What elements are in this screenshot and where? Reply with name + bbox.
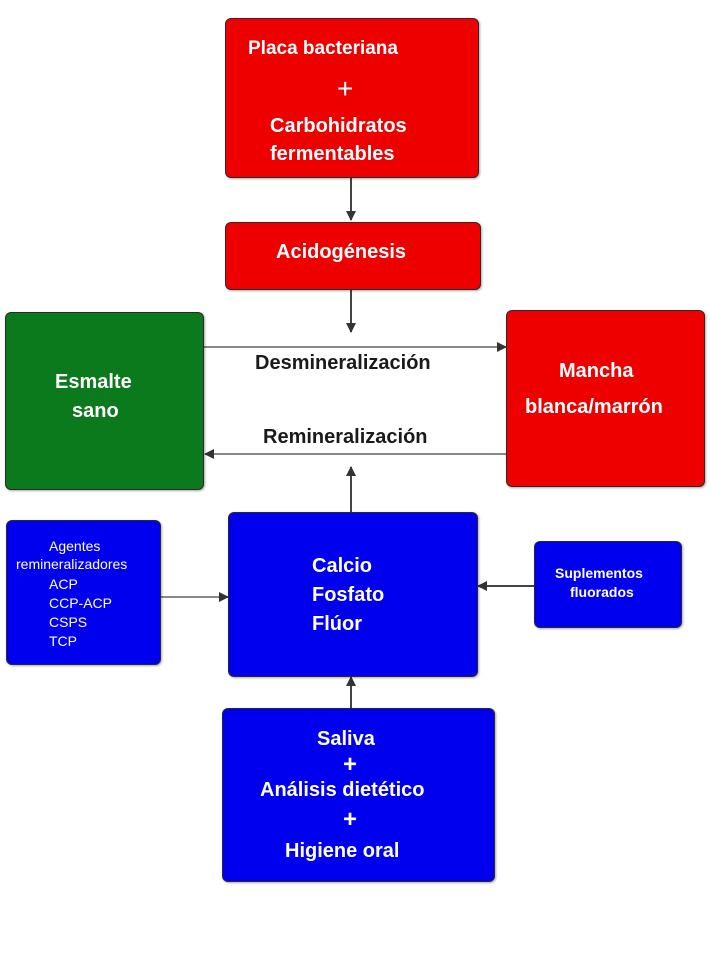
node-agentes-remineralizadores: Agentes remineralizadores ACP CCP-ACP CS… — [6, 520, 161, 665]
placa-line1: Placa bacteriana — [248, 38, 398, 59]
saliva-line3: Higiene oral — [285, 840, 400, 862]
agentes-item-ccp-acp: CCP-ACP — [49, 595, 113, 611]
placa-line2: Carbohidratos — [270, 115, 407, 137]
minerales-line3: Flúor — [312, 613, 362, 635]
saliva-plus2: + — [343, 806, 358, 833]
saliva-line1: Saliva — [317, 728, 375, 750]
label-desmineralizacion: Desmineralización — [255, 352, 431, 374]
mancha-line1: Mancha — [559, 360, 634, 382]
agentes-line2: remineralizadores — [16, 556, 128, 572]
esmalte-line2: sano — [72, 400, 119, 422]
saliva-plus1: + — [343, 751, 358, 778]
node-suplementos-fluorados: Suplementos fluorados — [534, 541, 682, 628]
saliva-line2: Análisis dietético — [260, 779, 425, 801]
node-calcio-fosfato-fluor: Calcio Fosfato Flúor — [228, 512, 478, 677]
suplementos-line2: fluorados — [570, 584, 634, 600]
agentes-item-acp: ACP — [49, 576, 78, 592]
acidogenesis-label: Acidogénesis — [276, 241, 407, 263]
minerales-line2: Fosfato — [312, 584, 385, 606]
agentes-item-tcp: TCP — [49, 633, 77, 649]
minerales-line1: Calcio — [312, 555, 373, 577]
mancha-line2: blanca/marrón — [525, 396, 663, 418]
suplementos-line1: Suplementos — [555, 565, 643, 581]
node-acidogenesis: Acidogénesis — [225, 222, 481, 290]
agentes-item-csps: CSPS — [49, 614, 88, 630]
placa-plus: + — [337, 73, 354, 104]
node-saliva-analisis-higiene: Saliva + Análisis dietético + Higiene or… — [222, 708, 495, 882]
esmalte-line1: Esmalte — [55, 371, 132, 393]
node-mancha-blanca-marron: Mancha blanca/marrón — [506, 310, 705, 487]
agentes-line1: Agentes — [49, 538, 101, 554]
node-esmalte-sano: Esmalte sano — [5, 312, 204, 490]
node-placa-bacteriana: Placa bacteriana + Carbohidratos ferment… — [225, 18, 479, 178]
placa-line3: fermentables — [270, 143, 395, 165]
label-remineralizacion: Remineralización — [263, 426, 428, 448]
